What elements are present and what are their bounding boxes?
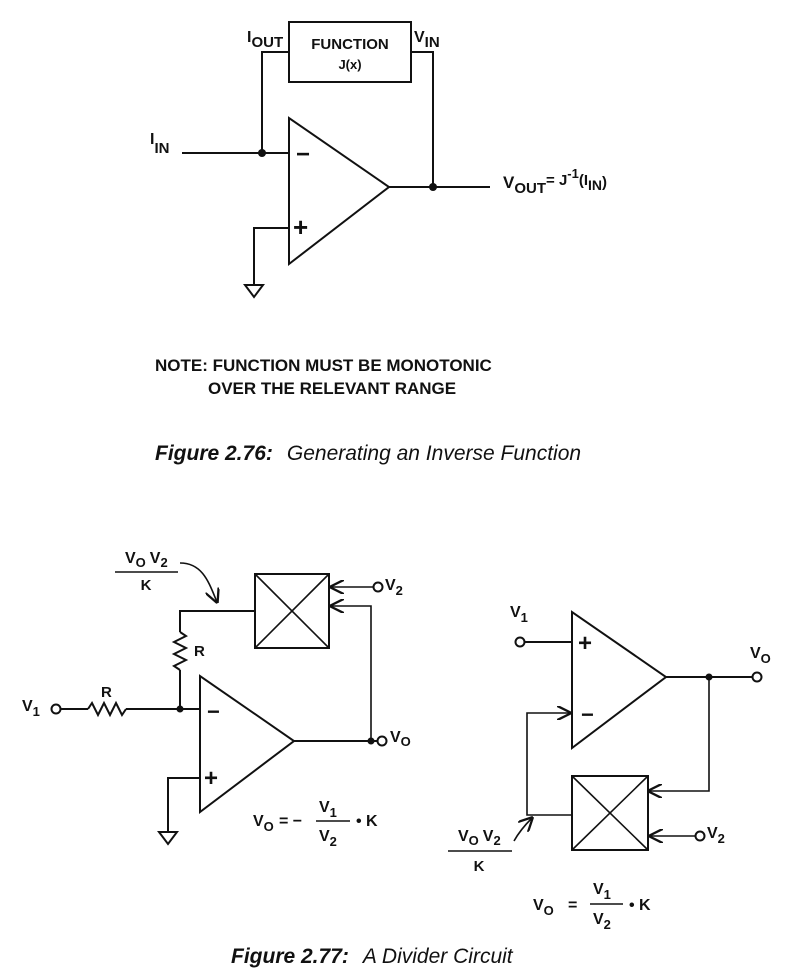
left-op-amp-plus: + (204, 765, 218, 792)
left-eq-numerator: V1 (319, 799, 337, 820)
right-eq-numerator: V1 (593, 881, 611, 902)
iout-feedback-wire (261, 51, 289, 153)
left-v2-label: V2 (385, 577, 403, 598)
left-output-to-multiplier-wire (331, 606, 372, 741)
function-label: FUNCTION (311, 36, 389, 53)
right-v2-terminal (694, 830, 706, 842)
left-resistor-top-label: R (194, 643, 205, 660)
right-vo-label: VO (750, 645, 771, 666)
right-v2-label: V2 (707, 825, 725, 846)
right-op-amp-minus: − (581, 702, 594, 727)
vin-label: VIN (414, 29, 440, 51)
note-line-1: NOTE: FUNCTION MUST BE MONOTONIC (155, 356, 492, 375)
iin-label: IIN (150, 131, 169, 157)
function-jx-label: J(x) (338, 57, 361, 72)
left-vo-label: VO (390, 729, 411, 749)
left-summing-node-dot (176, 705, 184, 713)
left-vo-terminal (376, 735, 388, 747)
left-multiplier-out-wire (179, 610, 255, 632)
left-resistor-top (171, 631, 189, 671)
note-line-2: OVER THE RELEVANT RANGE (208, 379, 456, 398)
right-multiplier-block (571, 775, 649, 851)
right-feedback-denominator: K (474, 858, 485, 875)
left-eq-denominator: V2 (319, 828, 337, 849)
vout-equation: VOUT= J-1(IIN) (503, 166, 607, 197)
inverting-node-dot (258, 149, 266, 157)
right-op-amp-plus: + (578, 630, 592, 657)
left-ground-icon (157, 831, 179, 846)
left-v1-terminal (50, 703, 62, 715)
ground-icon (243, 284, 265, 299)
right-op-amp-triangle (571, 610, 668, 751)
left-op-amp-minus: − (207, 699, 220, 724)
figure-2-76: FUNCTION J(x) − + IOUT VIN IIN VOUT= J-1… (150, 21, 607, 465)
left-resistor-input (87, 700, 127, 718)
right-eq-k: • K (629, 897, 651, 914)
op-amp-plus-sign: + (293, 212, 308, 242)
right-feedback-arrow (513, 818, 532, 842)
vin-feedback-wire (411, 51, 434, 187)
right-eq-lhs: VO (533, 897, 554, 918)
right-v1-terminal (514, 636, 526, 648)
right-eq-sign: = (568, 897, 577, 914)
left-eq-k: • K (356, 813, 378, 830)
right-output-to-multiplier-wire (649, 677, 710, 791)
left-eq-sign: = − (279, 813, 302, 830)
right-vo-terminal (751, 671, 763, 683)
figure-2-77-caption: Figure 2.77:A Divider Circuit (231, 945, 514, 968)
iout-label: IOUT (247, 29, 283, 51)
left-resistor-input-label: R (101, 684, 112, 701)
right-v1-label: V1 (510, 604, 528, 625)
left-op-amp-triangle (199, 674, 296, 815)
op-amp-triangle (288, 116, 391, 267)
left-v1-label: V1 (22, 698, 40, 719)
figure-2-76-caption: Figure 2.76:Generating an Inverse Functi… (155, 442, 581, 465)
output-node-dot (429, 183, 437, 191)
left-output-node-dot (367, 737, 375, 745)
left-feedback-denominator: K (141, 577, 152, 594)
ground-wire (253, 227, 289, 285)
left-multiplier-x2 (254, 573, 330, 649)
left-feedback-arrow (179, 562, 217, 602)
right-multiplier-to-inverting-wire (526, 713, 572, 816)
left-eq-lhs: VO (253, 813, 274, 834)
left-ground-wire (167, 777, 200, 832)
left-v2-terminal (372, 581, 384, 593)
op-amp-minus-sign: − (296, 141, 310, 168)
right-eq-denominator: V2 (593, 911, 611, 932)
right-multiplier-x2 (571, 775, 649, 851)
